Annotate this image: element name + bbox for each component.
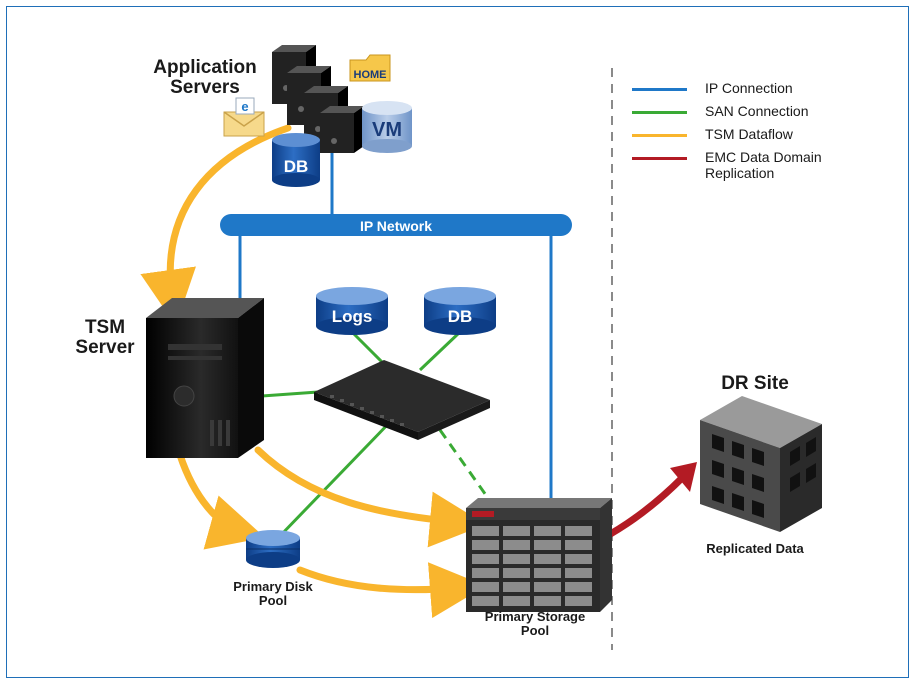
- database-icon: DB: [424, 287, 496, 335]
- legend-swatch: [632, 157, 687, 160]
- diagram-frame: [6, 6, 909, 678]
- email-icon: e: [223, 97, 265, 137]
- drive-bay: [534, 554, 561, 564]
- dr-site-label: DR Site: [721, 373, 789, 394]
- drive-bay: [503, 568, 530, 578]
- drive-bay: [565, 526, 592, 536]
- drive-bay: [534, 540, 561, 550]
- drive-bay: [472, 554, 499, 564]
- legend-item: SAN Connection: [632, 103, 835, 119]
- drive-bay: [565, 582, 592, 592]
- drive-bay: [472, 596, 499, 606]
- ip-network-label: IP Network: [360, 218, 432, 234]
- building-icon: [700, 396, 822, 532]
- database-icon: DB: [272, 133, 320, 187]
- drive-bay: [534, 582, 561, 592]
- ip-network-bar: [220, 214, 572, 236]
- drive-bay: [472, 540, 499, 550]
- drive-bay: [534, 596, 561, 606]
- drive-bay: [472, 582, 499, 592]
- tsm-server-label: TSM Server: [75, 317, 135, 358]
- svg-text:VM: VM: [372, 119, 402, 141]
- legend-label: TSM Dataflow: [705, 126, 793, 142]
- vm-icon: VM: [362, 101, 412, 153]
- svg-text:Logs: Logs: [332, 307, 373, 326]
- san-links: [261, 330, 490, 540]
- svg-text:DB: DB: [448, 307, 473, 326]
- drive-bay: [534, 526, 561, 536]
- svg-text:DB: DB: [284, 157, 309, 176]
- replication-arrowhead: [670, 462, 697, 492]
- legend-item: IP Connection: [632, 80, 835, 96]
- replicated-data-label: Replicated Data: [706, 541, 804, 556]
- storage-array-icon: [466, 498, 612, 612]
- svg-text:e: e: [241, 99, 248, 114]
- drive-bay: [565, 596, 592, 606]
- network-switch-icon: [314, 360, 490, 440]
- primary-disk-pool-label: Primary Disk Pool: [233, 579, 313, 608]
- drive-bay: [565, 554, 592, 564]
- tsm-dataflow: [140, 124, 486, 619]
- drive-bay: [565, 568, 592, 578]
- ip-network-links: IP Network: [220, 130, 572, 500]
- drive-bay: [503, 526, 530, 536]
- drive-bay: [565, 540, 592, 550]
- home-folder-icon: HOME: [349, 54, 391, 82]
- drive-bay: [503, 582, 530, 592]
- drive-bay: [472, 568, 499, 578]
- server-rack-icon: [272, 45, 364, 153]
- legend-item: TSM Dataflow: [632, 126, 835, 142]
- legend-swatch: [632, 134, 687, 137]
- legend-label: EMC Data Domain Replication: [705, 149, 822, 182]
- drive-bay: [503, 554, 530, 564]
- legend-label: SAN Connection: [705, 103, 809, 119]
- drive-bay: [503, 596, 530, 606]
- database-icon: Logs: [316, 287, 388, 335]
- tower-server-icon: [146, 298, 264, 458]
- legend-item: EMC Data Domain Replication: [632, 149, 835, 181]
- app-servers-label: Application Servers: [153, 57, 257, 98]
- legend-label: IP Connection: [705, 80, 793, 96]
- drive-bay: [534, 568, 561, 578]
- svg-text:HOME: HOME: [354, 69, 387, 81]
- database-icon: [246, 530, 300, 568]
- legend-swatch: [632, 111, 687, 114]
- drive-bay: [503, 540, 530, 550]
- legend-swatch: [632, 88, 687, 91]
- drive-bay: [472, 526, 499, 536]
- primary-storage-pool-label: Primary Storage Pool: [484, 609, 586, 638]
